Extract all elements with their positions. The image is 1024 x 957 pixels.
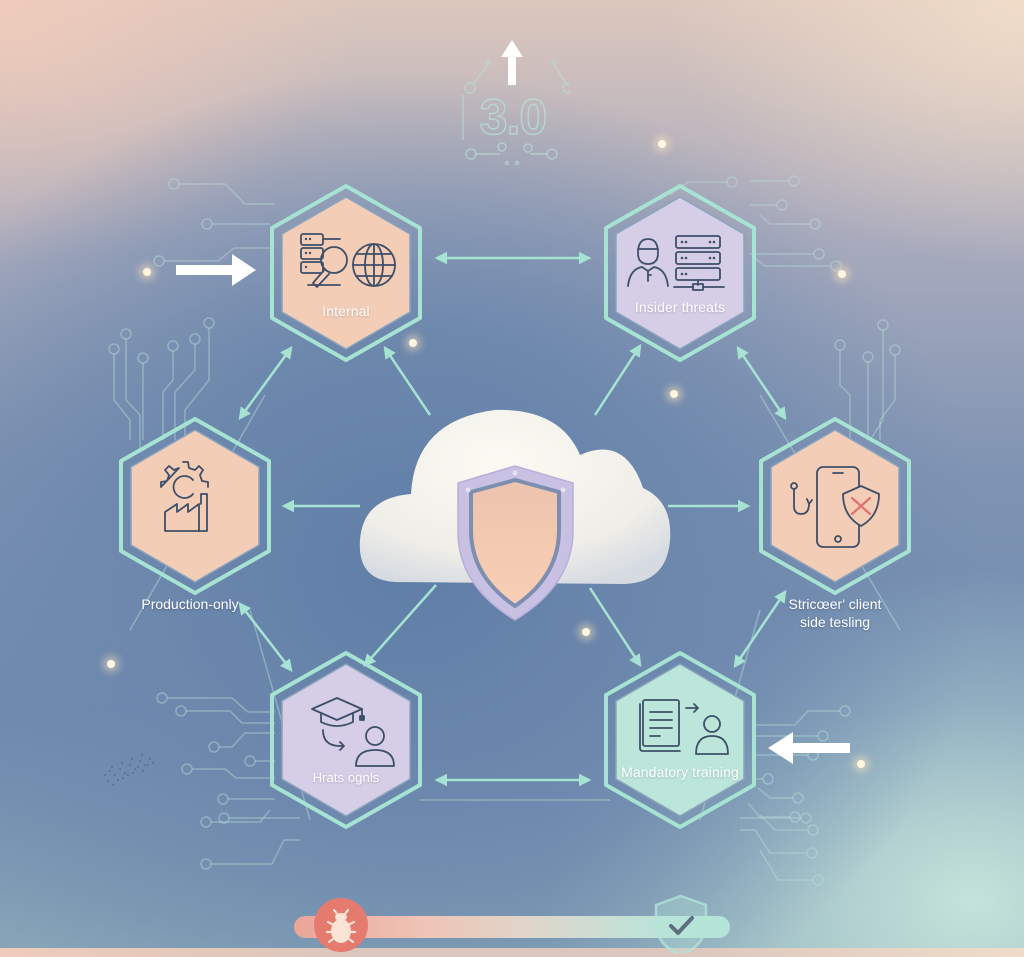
node-insider-threats[interactable]: Insider threats: [600, 183, 760, 363]
gear-factory-icon: [160, 461, 209, 532]
left-arrow-icon: [768, 732, 850, 764]
graduation-cap-user-icon: [311, 697, 395, 767]
node-client-side-testing-label: Stricœer' client side tesling: [755, 595, 915, 631]
node-production-only[interactable]: [115, 416, 275, 596]
hexagon-shape: [270, 184, 422, 362]
person-server-icon: [627, 235, 725, 291]
node-internal[interactable]: Internal: [266, 183, 426, 363]
node-label: Hrats ognls: [312, 770, 380, 785]
shield-check-icon: [654, 894, 708, 953]
node-label: Insider threats: [634, 299, 726, 315]
node-label: Internal: [322, 303, 370, 319]
cloud-shield-icon: [359, 409, 671, 621]
version-label: 3.0: [479, 88, 548, 145]
up-arrow-icon: [462, 40, 578, 166]
glow-dot: [857, 760, 865, 768]
glow-dot: [658, 140, 666, 148]
node-mandatory-training[interactable]: Mandatory training: [600, 650, 760, 830]
hexagon-shape: [604, 651, 756, 829]
glow-dot: [107, 660, 115, 668]
hexagon-shape: [270, 651, 422, 829]
glow-dot: [582, 628, 590, 636]
bug-icon: [314, 898, 368, 952]
glow-dot: [409, 339, 417, 347]
node-label: Mandatory training: [621, 764, 739, 780]
center-cloud-shield[interactable]: [355, 380, 675, 630]
glow-dot: [670, 390, 678, 398]
version-badge: 3.0: [455, 35, 578, 170]
right-arrow-icon: [176, 254, 256, 286]
glow-dot: [143, 268, 151, 276]
glow-dot: [838, 270, 846, 278]
phishing-phone-shield-icon: [790, 466, 880, 548]
label-line-2: side tesling: [799, 614, 871, 630]
node-production-only-label: Production-only: [141, 596, 239, 612]
hexagon-shape: [604, 184, 756, 362]
hexagon-shape: [759, 417, 911, 595]
security-progress-bar: [294, 916, 730, 938]
server-search-globe-icon: [300, 233, 396, 288]
stipple-decoration: [104, 754, 154, 786]
node-graduate-training[interactable]: Hrats ognls: [266, 650, 426, 830]
label-line-1: Stricœer' client: [788, 596, 882, 612]
node-client-side-testing[interactable]: [755, 416, 915, 596]
document-user-icon: [639, 699, 729, 755]
